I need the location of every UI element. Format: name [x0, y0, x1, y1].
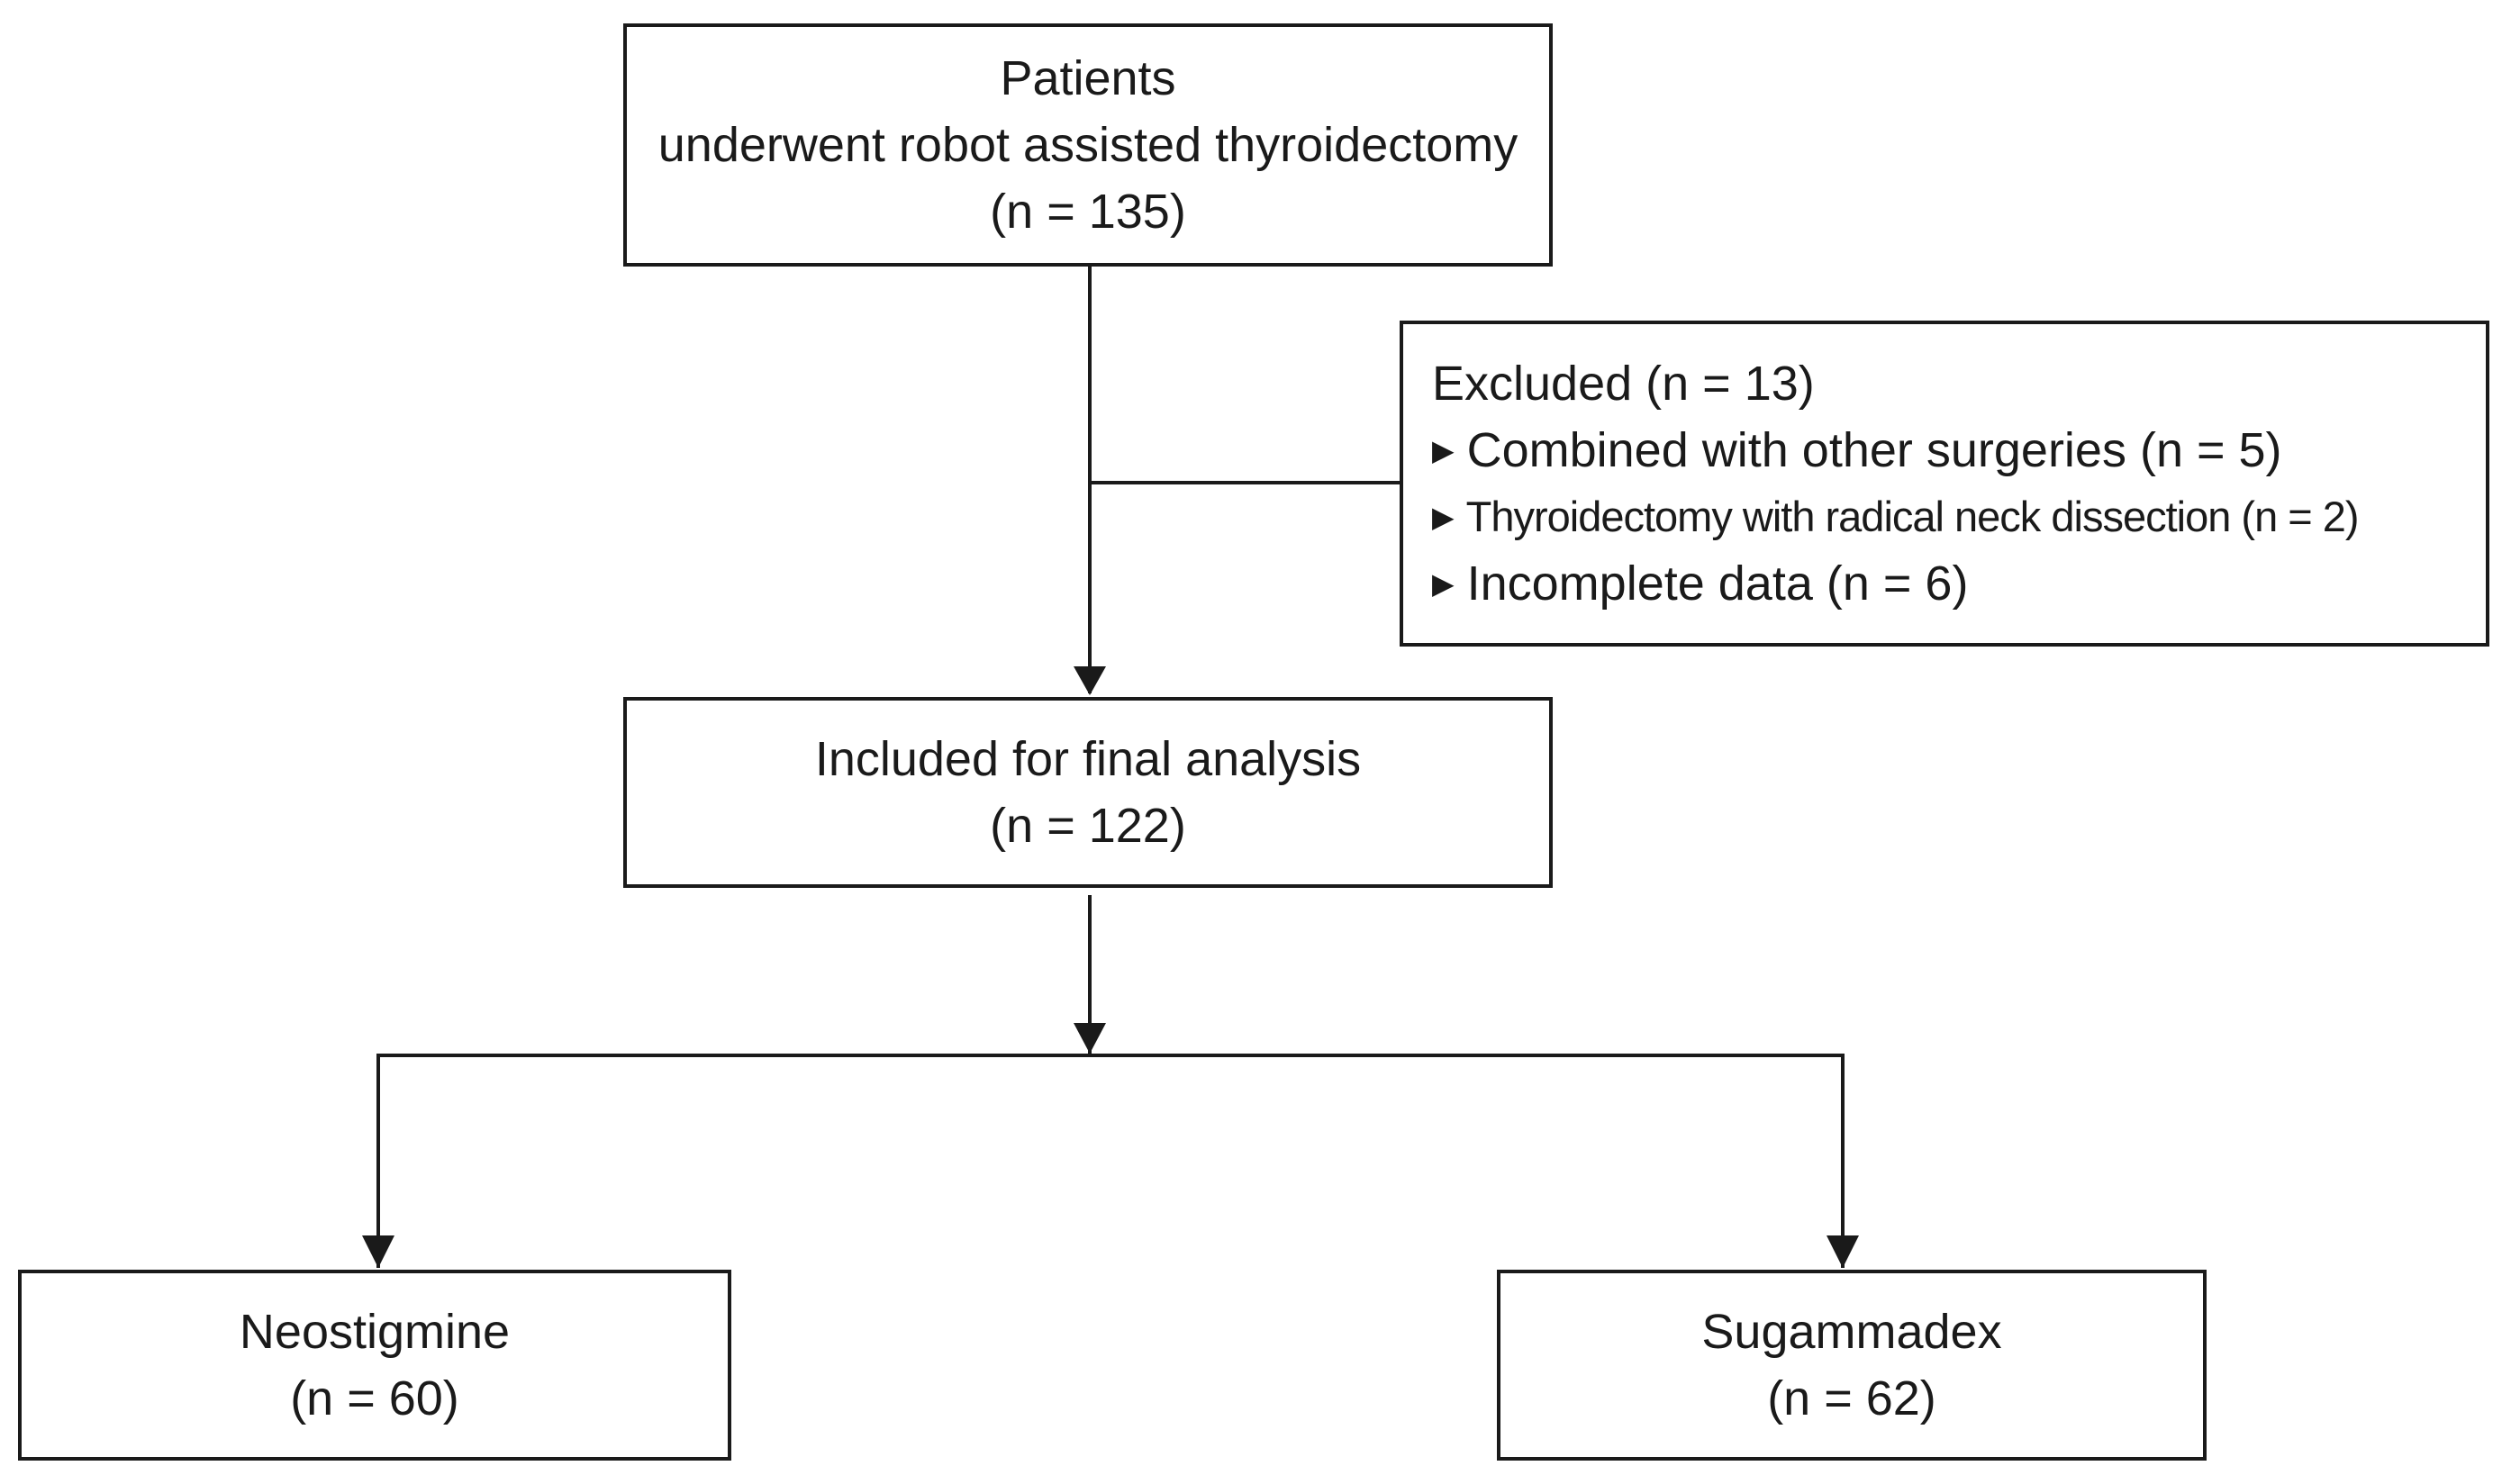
excluded-item: ▶ Combined with other surgeries (n = 5) [1432, 417, 2282, 484]
excluded-item-label: Thyroidectomy with radical neck dissecti… [1465, 493, 2360, 540]
neostigmine-box: Neostigmine (n = 60) [18, 1270, 731, 1461]
patients-title: Patients [1000, 51, 1176, 105]
arrowhead-included [1074, 666, 1106, 695]
arrowhead-split [1074, 1023, 1106, 1054]
neostigmine-title: Neostigmine [239, 1305, 511, 1359]
excluded-item-label: Combined with other surgeries (n = 5) [1466, 423, 2282, 477]
included-count: (n = 122) [990, 799, 1186, 853]
excluded-item-label: Incomplete data (n = 6) [1466, 556, 1969, 611]
triangle-right-icon: ▶ [1432, 501, 1455, 533]
patients-subtitle: underwent robot assisted thyroidectomy [657, 118, 1518, 172]
arrowhead-neostigmine [362, 1235, 394, 1268]
excluded-box: Excluded (n = 13) ▶ Combined with other … [1400, 321, 2489, 647]
excluded-item: ▶ Incomplete data (n = 6) [1432, 550, 1968, 617]
patients-box: Patients underwent robot assisted thyroi… [623, 23, 1553, 267]
excluded-item: ▶ Thyroidectomy with radical neck dissec… [1432, 484, 2360, 550]
arrowhead-sugammadex [1827, 1235, 1859, 1268]
sugammadex-box: Sugammadex (n = 62) [1497, 1270, 2207, 1461]
sugammadex-count: (n = 62) [1767, 1371, 1936, 1425]
sugammadex-title: Sugammadex [1701, 1305, 2002, 1359]
neostigmine-count: (n = 60) [290, 1371, 459, 1425]
patients-count: (n = 135) [990, 185, 1186, 239]
triangle-right-icon: ▶ [1432, 567, 1455, 600]
included-box: Included for final analysis (n = 122) [623, 697, 1553, 888]
included-title: Included for final analysis [814, 732, 1362, 786]
excluded-title: Excluded (n = 13) [1432, 357, 1815, 411]
triangle-right-icon: ▶ [1432, 434, 1455, 466]
